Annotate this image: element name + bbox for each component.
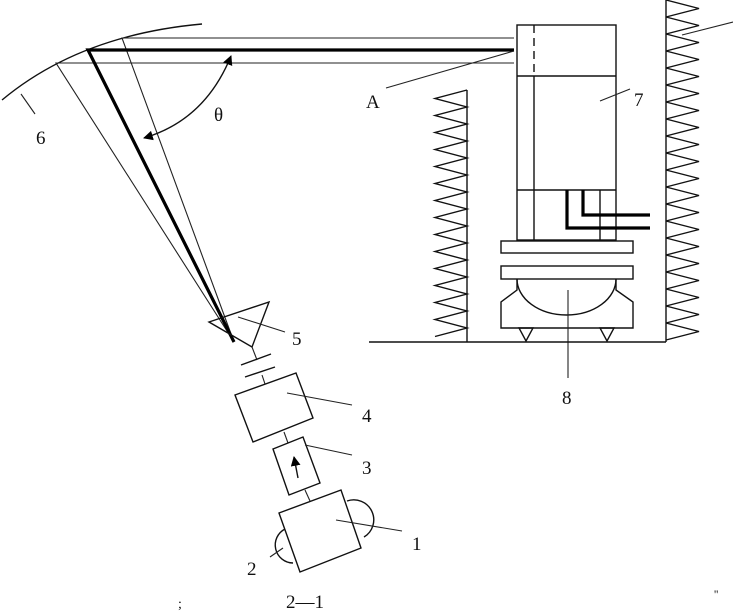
caption-mark-left: ; <box>178 597 182 612</box>
figure-caption: 2—1 <box>286 592 324 612</box>
coupling <box>240 346 276 385</box>
block-3-isolator <box>272 436 321 496</box>
label-4: 4 <box>362 406 372 427</box>
label-3: 3 <box>362 458 372 479</box>
bulge-right <box>346 499 375 538</box>
label-1: 1 <box>412 534 422 555</box>
leader-a <box>385 50 515 89</box>
leader-3 <box>304 444 353 456</box>
label-8: 8 <box>562 388 572 409</box>
pipe-1 <box>565 190 650 230</box>
leader-2 <box>269 547 284 558</box>
label-a: A <box>366 92 380 113</box>
reflector-arc <box>1 23 203 101</box>
label-2: 2 <box>247 559 257 580</box>
leader-top-right <box>681 21 733 36</box>
connector-3-1 <box>304 489 311 502</box>
label-6: 6 <box>36 128 46 149</box>
beam-lines <box>54 37 514 343</box>
left-wall-zigzag <box>432 89 470 338</box>
right-wall-zigzag <box>665 0 700 341</box>
block-4 <box>234 372 314 443</box>
base-assembly-8 <box>500 240 634 343</box>
bulge-left <box>274 528 294 564</box>
arrow-up-icon <box>290 456 301 479</box>
leader-7 <box>599 88 631 102</box>
label-angle: θ <box>214 105 223 126</box>
connector-4-3 <box>283 431 289 444</box>
pipe-2 <box>581 190 650 217</box>
caption-mark-right: '' <box>714 587 718 601</box>
label-7: 7 <box>634 90 644 111</box>
label-5: 5 <box>292 329 302 350</box>
leader-6 <box>20 93 36 115</box>
block-1 <box>278 489 362 573</box>
angle-arrow <box>143 55 233 141</box>
leader-5 <box>237 316 286 333</box>
leader-4 <box>286 392 353 406</box>
leader-1 <box>335 519 403 532</box>
